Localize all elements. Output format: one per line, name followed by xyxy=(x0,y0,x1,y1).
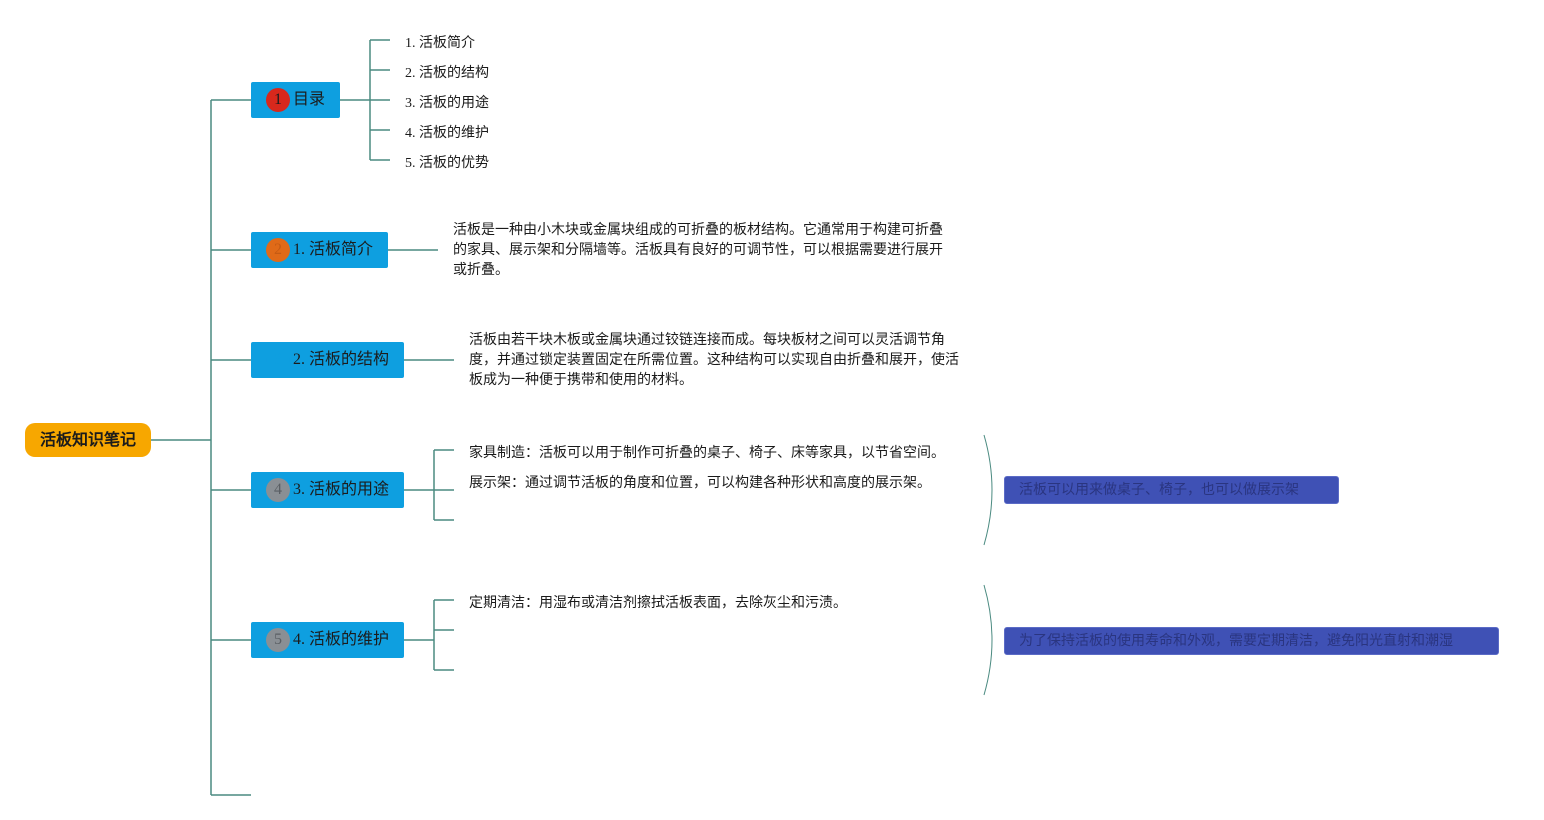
topic-label: 2. 活板的结构 xyxy=(293,351,390,368)
intro-paragraph[interactable]: 活板是一种由小木块或金属块组成的可折叠的板材结构。它通常用于构建可折叠 的家具、… xyxy=(453,221,943,281)
uses-item-furniture[interactable]: 家具制造：活板可以用于制作可折叠的桌子、椅子、床等家具，以节省空间。 xyxy=(469,446,945,461)
topic-maintenance[interactable]: 5 4. 活板的维护 xyxy=(251,622,404,658)
number-marker-icon: 4 xyxy=(266,478,290,502)
topic-uses[interactable]: 4 3. 活板的用途 xyxy=(251,472,404,508)
paragraph-line: 活板是一种由小木块或金属块组成的可折叠的板材结构。它通常用于构建可折叠 xyxy=(453,223,943,238)
toc-item[interactable]: 3. 活板的用途 xyxy=(405,96,489,111)
paragraph-line: 或折叠。 xyxy=(453,263,509,278)
toc-item[interactable]: 1. 活板简介 xyxy=(405,36,475,51)
number-marker-icon: 3 xyxy=(266,348,290,372)
number-marker-icon: 1 xyxy=(266,88,290,112)
topic-introduction[interactable]: 2 1. 活板简介 xyxy=(251,232,388,268)
topic-structure[interactable]: 3 2. 活板的结构 xyxy=(251,342,404,378)
maintenance-item-cleaning[interactable]: 定期清洁：用湿布或清洁剂擦拭活板表面，去除灰尘和污渍。 xyxy=(469,596,847,611)
topic-label: 4. 活板的维护 xyxy=(293,631,390,648)
toc-item[interactable]: 2. 活板的结构 xyxy=(405,66,489,81)
uses-item-display[interactable]: 展示架：通过调节活板的角度和位置，可以构建各种形状和高度的展示架。 xyxy=(469,476,931,491)
uses-summary[interactable]: 活板可以用来做桌子、椅子，也可以做展示架 xyxy=(1004,476,1339,504)
structure-paragraph[interactable]: 活板由若干块木板或金属块通过铰链连接而成。每块板材之间可以灵活调节角 度，并通过… xyxy=(469,331,959,391)
topic-label: 目录 xyxy=(293,91,326,108)
number-marker-icon: 5 xyxy=(266,628,290,652)
toc-item[interactable]: 5. 活板的优势 xyxy=(405,156,489,171)
paragraph-line: 板成为一种便于携带和使用的材料。 xyxy=(469,373,693,388)
maintenance-summary[interactable]: 为了保持活板的使用寿命和外观，需要定期清洁，避免阳光直射和潮湿 xyxy=(1004,627,1499,655)
topic-label: 3. 活板的用途 xyxy=(293,481,390,498)
toc-item[interactable]: 4. 活板的维护 xyxy=(405,126,489,141)
maintenance-summary-brace xyxy=(983,584,993,696)
paragraph-line: 度，并通过锁定装置固定在所需位置。这种结构可以实现自由折叠和展开，使活 xyxy=(469,353,959,368)
uses-summary-brace xyxy=(983,434,993,546)
number-marker-icon: 2 xyxy=(266,238,290,262)
paragraph-line: 活板由若干块木板或金属块通过铰链连接而成。每块板材之间可以灵活调节角 xyxy=(469,333,945,348)
paragraph-line: 的家具、展示架和分隔墙等。活板具有良好的可调节性，可以根据需要进行展开 xyxy=(453,243,943,258)
topic-label: 1. 活板简介 xyxy=(293,241,374,258)
topic-table-of-contents[interactable]: 1 目录 xyxy=(251,82,340,118)
root-topic[interactable]: 活板知识笔记 xyxy=(25,423,151,457)
